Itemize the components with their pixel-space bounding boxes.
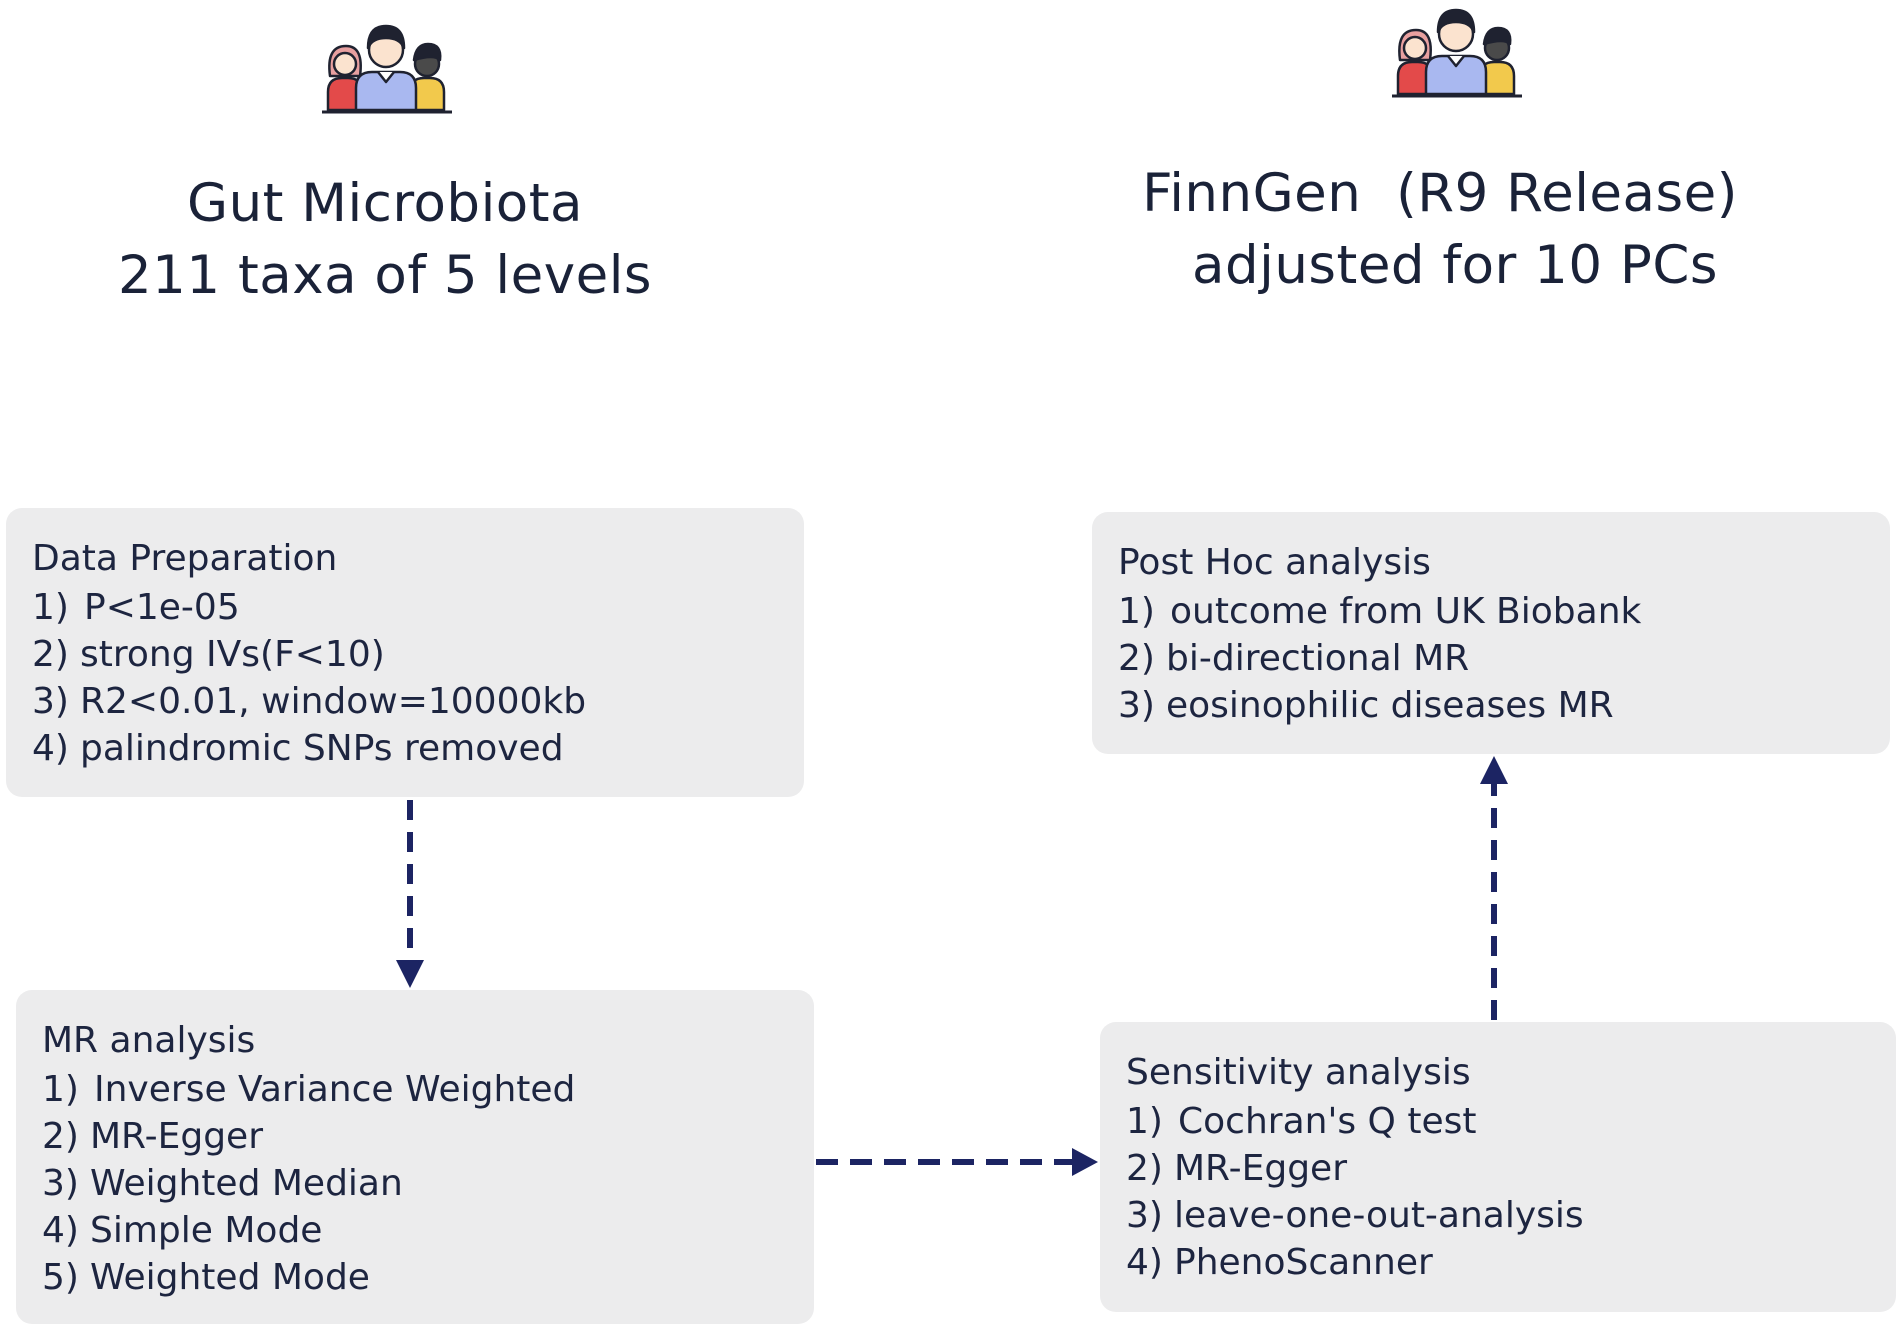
- exposure-subtitle-line: 211 taxa of 5 levels: [117, 245, 653, 306]
- list-item: 3)leave-one-out-analysis: [1126, 1195, 1584, 1236]
- list-item: 3)R2<0.01, window=10000kb: [32, 681, 587, 722]
- outcome-subtitle-line: adjusted for 10 PCs: [1191, 235, 1719, 296]
- list-item: 4)Simple Mode: [42, 1210, 323, 1251]
- arrow-down: [396, 800, 424, 988]
- arrow-up: [1480, 756, 1508, 1020]
- list-item: 1)P<1e-05: [32, 587, 240, 628]
- list-item: 2)MR-Egger: [42, 1116, 264, 1157]
- exposure-title-line: Gut Microbiota: [187, 173, 583, 234]
- mr-analysis-box: MR analysis 1)Inverse Variance Weighted …: [16, 990, 814, 1324]
- list-item: 3)eosinophilic diseases MR: [1118, 685, 1614, 726]
- list-item: 1)Cochran's Q test: [1126, 1101, 1477, 1142]
- box-title: Data Preparation: [32, 538, 338, 579]
- list-item: 3)Weighted Median: [42, 1163, 403, 1204]
- post-hoc-analysis-box: Post Hoc analysis 1)outcome from UK Biob…: [1092, 512, 1890, 754]
- exposure-source-title: Gut Microbiota 211 taxa of 5 levels: [80, 168, 690, 312]
- list-item: 5)Weighted Mode: [42, 1257, 370, 1298]
- sensitivity-analysis-box: Sensitivity analysis 1)Cochran's Q test …: [1100, 1022, 1896, 1312]
- arrow-right: [816, 1148, 1098, 1176]
- people-group-icon: [322, 24, 452, 114]
- list-item: 4)palindromic SNPs removed: [32, 728, 564, 769]
- list-item: 2)MR-Egger: [1126, 1148, 1348, 1189]
- list-item: 2)strong IVs(F<10): [32, 634, 385, 675]
- box-title: MR analysis: [42, 1020, 256, 1061]
- outcome-title-line: FinnGen (R9 Release): [1142, 163, 1738, 224]
- list-item: 1)Inverse Variance Weighted: [42, 1069, 576, 1110]
- box-title: Sensitivity analysis: [1126, 1052, 1471, 1093]
- people-group-icon: [1392, 8, 1522, 98]
- outcome-source-title: FinnGen (R9 Release) adjusted for 10 PCs: [1110, 158, 1770, 302]
- list-item: 2)bi-directional MR: [1118, 638, 1470, 679]
- data-preparation-box: Data Preparation 1)P<1e-05 2)strong IVs(…: [6, 508, 804, 797]
- list-item: 1)outcome from UK Biobank: [1118, 591, 1642, 632]
- box-title: Post Hoc analysis: [1118, 542, 1431, 583]
- list-item: 4)PhenoScanner: [1126, 1242, 1433, 1283]
